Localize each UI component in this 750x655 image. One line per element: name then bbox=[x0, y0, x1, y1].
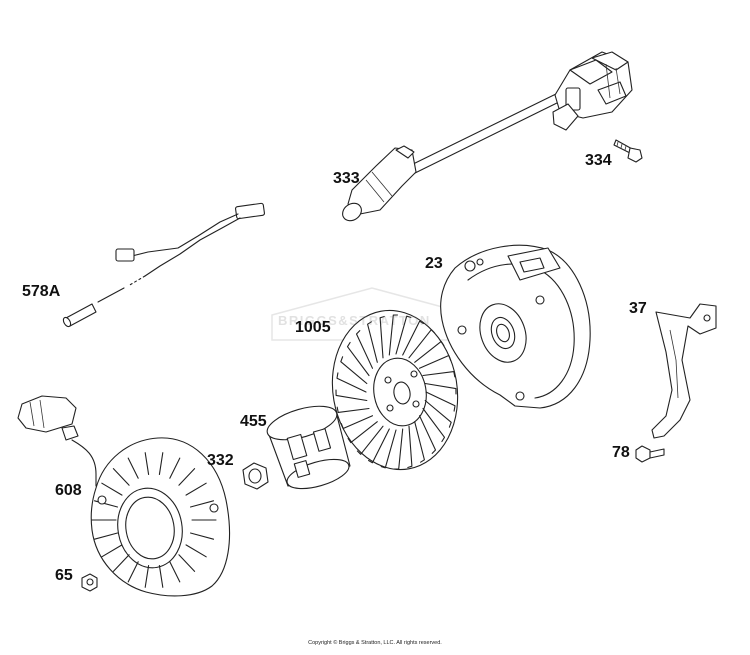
starter-rib bbox=[93, 532, 119, 540]
bracket-part-37[interactable] bbox=[651, 303, 717, 439]
starter-rib bbox=[189, 500, 215, 508]
rewind-starter-part-608[interactable] bbox=[17, 395, 231, 597]
starter-rib bbox=[169, 457, 181, 479]
fan-blade bbox=[425, 391, 456, 412]
fan-blade bbox=[336, 372, 367, 393]
starter-rib bbox=[189, 532, 215, 540]
starter-rib bbox=[127, 457, 139, 479]
fan-blade bbox=[356, 425, 384, 455]
callout-578a[interactable]: 578A bbox=[22, 283, 61, 300]
callout-1005[interactable]: 1005 bbox=[295, 319, 331, 336]
flywheel-rotor-part-23[interactable] bbox=[440, 244, 591, 409]
starter-rib bbox=[185, 544, 207, 558]
starter-ribs bbox=[91, 452, 217, 588]
fan-blade bbox=[367, 321, 378, 363]
watermark-text: BRIGGS&STRATTON bbox=[278, 313, 431, 328]
callout-78[interactable]: 78 bbox=[612, 444, 630, 461]
fan-blade bbox=[388, 314, 399, 356]
screw-part-334[interactable] bbox=[613, 139, 643, 163]
fan-blade bbox=[414, 421, 425, 463]
fan-blade bbox=[402, 320, 424, 356]
fan-blade bbox=[393, 428, 404, 470]
callout-455[interactable]: 455 bbox=[240, 413, 267, 430]
callout-608[interactable]: 608 bbox=[55, 482, 82, 499]
fan-blade bbox=[379, 315, 385, 359]
starter-rib bbox=[158, 452, 164, 476]
wire-harness-part-578a[interactable] bbox=[62, 202, 265, 328]
fan-blade bbox=[424, 382, 457, 395]
fan-blade bbox=[418, 415, 437, 454]
screw-part-78[interactable] bbox=[635, 445, 665, 463]
fan-blade bbox=[336, 406, 370, 413]
copyright-notice: Copyright © Briggs & Stratton, LLC. All … bbox=[308, 640, 442, 646]
starter-rib bbox=[101, 482, 123, 496]
starter-rib bbox=[112, 468, 130, 486]
callout-334[interactable]: 334 bbox=[585, 152, 612, 169]
fan-blade bbox=[340, 356, 368, 385]
fan-blade bbox=[422, 407, 446, 443]
fan-part-1005[interactable] bbox=[320, 300, 470, 479]
starter-rib bbox=[178, 554, 196, 572]
starter-rib bbox=[158, 564, 164, 588]
starter-rib bbox=[144, 564, 150, 588]
starter-rib bbox=[178, 468, 196, 486]
fan-blade bbox=[422, 371, 456, 378]
fan-blade bbox=[355, 330, 374, 369]
callout-37[interactable]: 37 bbox=[629, 300, 647, 317]
starter-rib bbox=[127, 561, 139, 583]
starter-rib bbox=[185, 482, 207, 496]
fan-blade bbox=[395, 315, 412, 355]
fan-blade bbox=[347, 421, 378, 444]
callout-332[interactable]: 332 bbox=[207, 452, 234, 469]
starter-rib bbox=[144, 452, 150, 476]
callout-333[interactable]: 333 bbox=[333, 170, 360, 187]
fan-blade bbox=[335, 389, 368, 402]
ignition-coil-part-333[interactable] bbox=[339, 51, 633, 224]
starter-rib bbox=[112, 554, 130, 572]
fan-blade bbox=[424, 399, 452, 428]
sleeve-part-455[interactable] bbox=[264, 400, 353, 495]
callout-23[interactable]: 23 bbox=[425, 255, 443, 272]
fan-blade bbox=[418, 354, 452, 369]
starter-rib bbox=[169, 561, 181, 583]
fan-blade bbox=[346, 341, 370, 377]
nut-part-332[interactable] bbox=[242, 462, 269, 490]
fan-blade bbox=[407, 425, 413, 469]
fan-blade bbox=[380, 429, 397, 469]
fan-blade bbox=[368, 428, 390, 464]
nut-part-65[interactable] bbox=[81, 573, 98, 592]
fan-blade bbox=[340, 415, 374, 430]
callout-65[interactable]: 65 bbox=[55, 567, 73, 584]
fan-blade bbox=[408, 329, 436, 359]
starter-rib bbox=[101, 544, 123, 558]
fan-blade bbox=[414, 340, 445, 363]
